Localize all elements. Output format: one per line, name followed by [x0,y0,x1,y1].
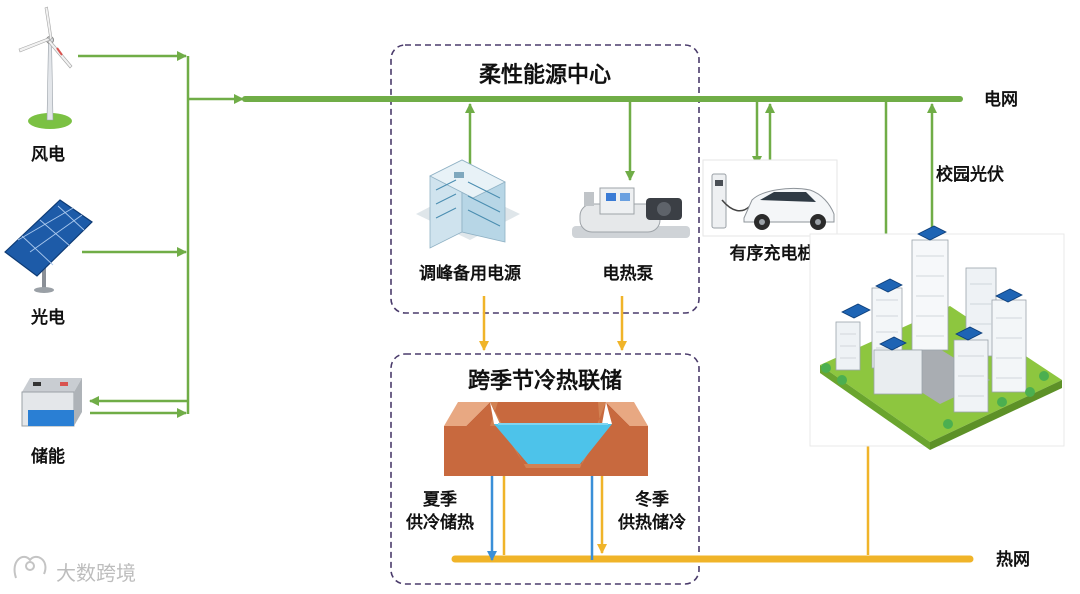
ev-charger-icon [702,159,838,237]
seasonal-storage-title: 跨季节冷热联储 [468,368,622,394]
peak-backup-label: 调峰备用电源 [419,263,521,284]
watermark-text: 大数跨境 [56,561,136,585]
cold-lines [487,466,597,561]
heat-net-label: 热网 [996,549,1030,570]
seasonal-storage-box [390,353,700,585]
charging-label: 有序充电桩 [730,243,815,264]
heat-pump-label: 电热泵 [603,263,654,284]
campus-buildings-icon [809,225,1065,450]
flex-center-title: 柔性能源中心 [479,62,611,88]
grid-label: 电网 [984,89,1018,110]
winter-label-2: 供热储冷 [617,512,686,533]
summer-label-2: 供冷储热 [405,512,474,533]
flex-center-box [390,44,700,314]
battery-icon [21,378,82,427]
power-lines [78,51,963,418]
winter-label-1: 冬季 [635,489,669,510]
power-building-icon [416,159,520,249]
solar-label: 光电 [30,307,65,328]
heat-pump-machine-icon [572,187,690,238]
summer-label-1: 夏季 [423,489,457,510]
solar-panel-icon [4,199,93,293]
campus-pv-label: 校园光伏 [936,164,1004,185]
storage-pit-illustration [444,396,648,476]
watermark-logo-icon [13,555,47,579]
wind-turbine-icon [18,6,73,129]
storage-label: 储能 [31,446,65,467]
wind-label: 风电 [31,144,65,165]
